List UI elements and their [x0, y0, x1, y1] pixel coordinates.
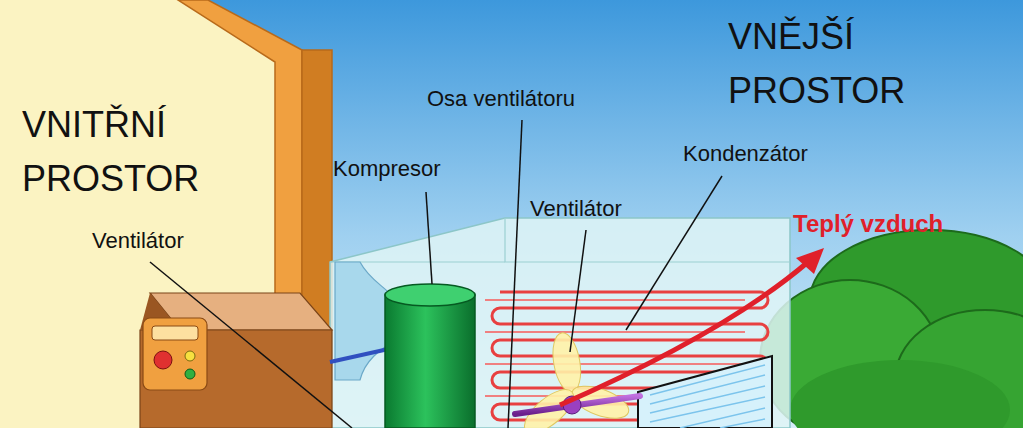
compressor: [385, 284, 475, 306]
fan: [549, 331, 585, 395]
leader-lines: [150, 262, 352, 428]
leader-lines: [570, 230, 586, 352]
evaporator-panel: [638, 356, 772, 428]
bushes: [760, 230, 1023, 428]
part-label: Ventilátor: [92, 228, 184, 254]
unit-housing: [505, 218, 790, 262]
part-label: Kompresor: [333, 156, 441, 182]
compressor: [385, 295, 475, 428]
control-box: [154, 351, 172, 369]
part-label: Osa ventilátoru: [427, 86, 575, 112]
airflow-label: Teplý vzduch: [793, 210, 943, 239]
evaporator-panel: [638, 356, 772, 428]
leader-lines: [150, 120, 722, 428]
control-box: [185, 369, 195, 379]
control-box: [143, 318, 207, 390]
warm-air-arrow: [796, 248, 824, 274]
warm-air-arrow: [560, 262, 808, 405]
leader-lines: [626, 176, 722, 330]
fan: [518, 382, 581, 428]
region-label: VNITŘNÍ PROSTOR: [22, 98, 272, 206]
part-label: Kondenzátor: [683, 141, 808, 167]
leader-lines: [508, 120, 522, 428]
control-box: [152, 326, 198, 340]
warm-air-arrow: [560, 248, 824, 405]
bushes: [790, 360, 1010, 428]
compressor: [385, 284, 475, 428]
region-label: VNĚJŠÍ PROSTOR: [728, 10, 998, 118]
control-box: [140, 293, 332, 428]
evaporator-panel: [650, 365, 765, 428]
control-box: [185, 351, 195, 361]
part-label: Ventilátor: [530, 196, 622, 222]
leader-lines: [426, 192, 432, 284]
